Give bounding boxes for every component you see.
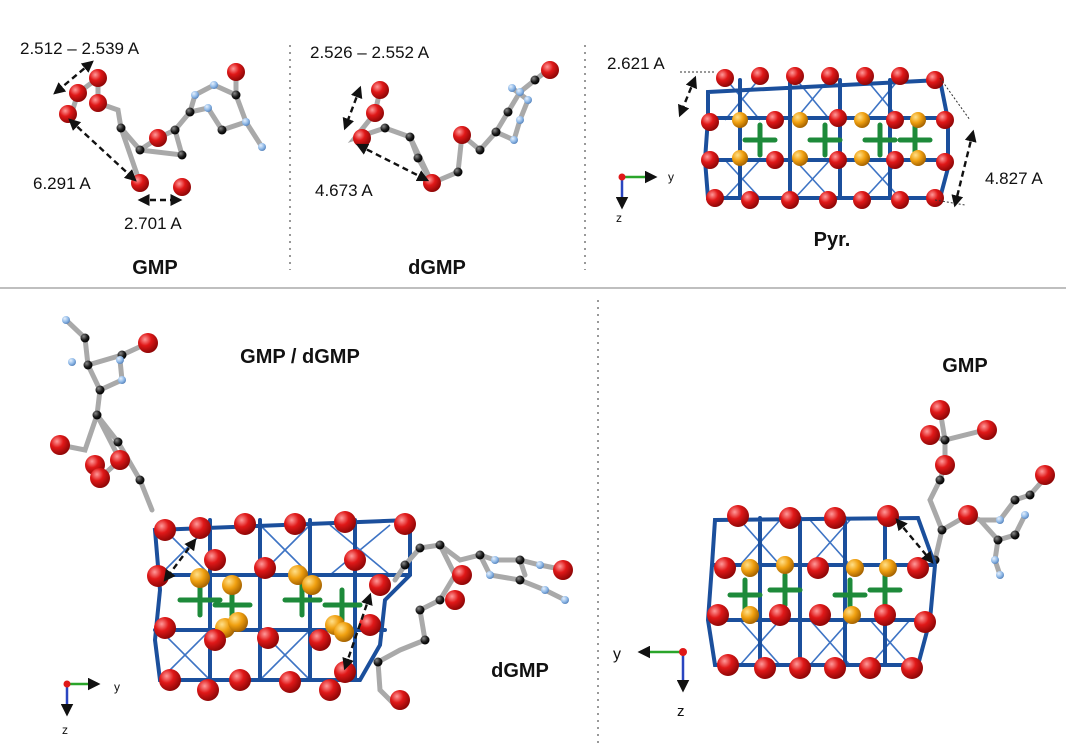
gmp-top-distance-short: 2.701 A [124, 214, 182, 233]
pyr-top-cluster [701, 67, 954, 209]
gmp-top-title: GMP [132, 257, 178, 279]
dgmp-top-title: dGMP [408, 257, 466, 279]
dgmp-top-distance-arrows [342, 85, 430, 182]
combined-cluster [147, 511, 416, 701]
pyr-top-title: Pyr. [814, 229, 851, 251]
gmp-bottom-distance-arrows [895, 518, 934, 564]
combined-title: GMP / dGMP [240, 346, 360, 368]
axis-z-label: z [616, 211, 622, 225]
panel-separators [0, 45, 1066, 745]
combined-dgmp-label: dGMP [491, 660, 549, 682]
pyr-top-distance-arrows [678, 71, 977, 208]
dgmp-top-distance-range: 2.526 – 2.552 A [310, 43, 430, 62]
gmp-top-distance-long: 6.291 A [33, 174, 91, 193]
dgmp-top-molecule [347, 61, 559, 192]
combined-dgmp-molecule [373, 540, 573, 710]
axis-z-label: z [62, 723, 68, 737]
axis-y-label: y [114, 680, 120, 694]
gmp-bottom-axis-triad: y z [613, 645, 690, 720]
pyr-top-axis-triad: y z [615, 170, 674, 225]
gmp-bottom-cluster [705, 505, 938, 679]
gmp-top-distance-arrows [53, 60, 183, 206]
gmp-bottom-title: GMP [942, 355, 988, 377]
gmp-top-distance-range: 2.512 – 2.539 A [20, 39, 140, 58]
combined-axis-triad: y z [60, 677, 120, 737]
axis-y-label: y [668, 170, 674, 184]
combined-distance-arrows [163, 538, 373, 671]
axis-y-label: y [613, 646, 621, 663]
axis-z-label: z [677, 703, 685, 720]
combined-gmp-molecule [50, 316, 158, 513]
pyr-top-distance-right: 4.827 A [985, 169, 1043, 188]
gmp-bottom-molecule [920, 400, 1055, 579]
pyr-top-distance-left: 2.621 A [607, 54, 665, 73]
dgmp-top-distance-long: 4.673 A [315, 181, 373, 200]
